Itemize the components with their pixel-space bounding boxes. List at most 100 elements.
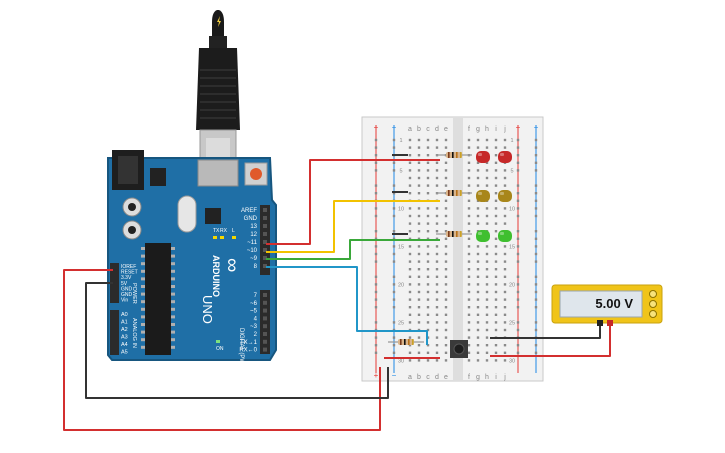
breadboard-hole[interactable] — [435, 328, 439, 332]
breadboard-hole[interactable] — [426, 275, 430, 278]
breadboard-hole[interactable] — [444, 283, 448, 286]
breadboard-hole[interactable] — [444, 161, 448, 164]
wire-blue-pin10[interactable] — [266, 266, 428, 345]
breadboard-hole[interactable] — [494, 283, 498, 286]
rail-hole[interactable] — [392, 290, 396, 294]
breadboard-hole[interactable] — [444, 230, 448, 233]
rail-hole[interactable] — [516, 214, 520, 218]
rail-hole[interactable] — [534, 328, 538, 332]
rail-hole[interactable] — [534, 161, 538, 164]
breadboard-hole[interactable] — [467, 260, 471, 263]
breadboard-hole[interactable] — [503, 176, 507, 180]
breadboard-hole[interactable] — [494, 138, 498, 142]
breadboard-hole[interactable] — [435, 207, 439, 210]
breadboard-hole[interactable] — [435, 306, 439, 309]
breadboard-hole[interactable] — [435, 298, 439, 301]
breadboard-hole[interactable] — [467, 161, 471, 164]
breadboard-hole[interactable] — [444, 214, 448, 218]
rail-hole[interactable] — [374, 245, 378, 248]
rail-hole[interactable] — [374, 321, 378, 324]
rail-hole[interactable] — [374, 207, 378, 210]
rail-hole[interactable] — [516, 328, 520, 332]
rail-hole[interactable] — [516, 275, 520, 278]
breadboard-hole[interactable] — [485, 344, 489, 347]
rail-hole[interactable] — [392, 283, 396, 286]
breadboard-hole[interactable] — [476, 184, 480, 187]
breadboard-hole[interactable] — [408, 192, 412, 195]
breadboard-hole[interactable] — [467, 222, 471, 225]
header-pin[interactable] — [263, 339, 267, 344]
rail-hole[interactable] — [534, 290, 538, 294]
breadboard-hole[interactable] — [485, 207, 489, 210]
breadboard-hole[interactable] — [408, 336, 412, 339]
breadboard-hole[interactable] — [417, 245, 421, 248]
breadboard-hole[interactable] — [417, 260, 421, 263]
breadboard-hole[interactable] — [408, 146, 412, 149]
breadboard-hole[interactable] — [408, 214, 412, 218]
breadboard-hole[interactable] — [485, 306, 489, 309]
breadboard-hole[interactable] — [444, 336, 448, 339]
rail-hole[interactable] — [534, 237, 538, 240]
rail-hole[interactable] — [534, 321, 538, 324]
header-pin[interactable] — [263, 256, 267, 260]
breadboard-hole[interactable] — [435, 146, 439, 149]
rail-hole[interactable] — [374, 275, 378, 278]
rail-hole[interactable] — [374, 161, 378, 164]
breadboard-hole[interactable] — [435, 222, 439, 225]
rail-hole[interactable] — [516, 351, 520, 354]
breadboard-hole[interactable] — [444, 237, 448, 240]
rail-hole[interactable] — [534, 154, 538, 157]
rail-hole[interactable] — [374, 283, 378, 286]
rail-hole[interactable] — [374, 252, 378, 256]
breadboard-hole[interactable] — [417, 207, 421, 210]
breadboard-hole[interactable] — [426, 192, 430, 195]
rail-hole[interactable] — [374, 260, 378, 263]
led-icon[interactable] — [498, 230, 512, 242]
breadboard-hole[interactable] — [503, 222, 507, 225]
rail-hole[interactable] — [392, 321, 396, 324]
breadboard-hole[interactable] — [435, 313, 439, 316]
breadboard-hole[interactable] — [426, 359, 430, 362]
breadboard-hole[interactable] — [503, 184, 507, 187]
breadboard-hole[interactable] — [435, 245, 439, 248]
rail-hole[interactable] — [392, 161, 396, 164]
header-pin[interactable] — [263, 332, 267, 336]
breadboard-hole[interactable] — [426, 138, 430, 142]
breadboard-hole[interactable] — [467, 176, 471, 180]
breadboard-hole[interactable] — [408, 298, 412, 301]
breadboard-hole[interactable] — [467, 252, 471, 256]
breadboard-hole[interactable] — [476, 207, 480, 210]
rail-hole[interactable] — [374, 351, 378, 354]
breadboard-hole[interactable] — [476, 344, 480, 347]
breadboard-hole[interactable] — [444, 146, 448, 149]
breadboard-hole[interactable] — [467, 214, 471, 218]
breadboard-hole[interactable] — [426, 146, 430, 149]
breadboard-hole[interactable] — [417, 237, 421, 240]
rail-hole[interactable] — [392, 138, 396, 142]
breadboard-hole[interactable] — [494, 351, 498, 354]
breadboard-hole[interactable] — [503, 169, 507, 172]
breadboard-hole[interactable] — [476, 169, 480, 172]
header-pin[interactable] — [263, 240, 267, 244]
breadboard-hole[interactable] — [426, 328, 430, 332]
rail-hole[interactable] — [534, 138, 538, 142]
rail-hole[interactable] — [534, 230, 538, 233]
breadboard-hole[interactable] — [408, 344, 412, 347]
header-pin[interactable] — [263, 308, 267, 313]
breadboard-hole[interactable] — [444, 290, 448, 294]
breadboard-hole[interactable] — [408, 268, 412, 271]
breadboard-hole[interactable] — [503, 146, 507, 149]
breadboard-hole[interactable] — [417, 176, 421, 180]
breadboard-hole[interactable] — [417, 313, 421, 316]
breadboard-hole[interactable] — [467, 359, 471, 362]
breadboard-hole[interactable] — [444, 268, 448, 271]
header-pin[interactable] — [263, 300, 267, 305]
breadboard-hole[interactable] — [435, 336, 439, 339]
breadboard-hole[interactable] — [467, 207, 471, 210]
breadboard-hole[interactable] — [494, 290, 498, 294]
header-pin[interactable] — [263, 324, 267, 329]
breadboard-hole[interactable] — [494, 313, 498, 316]
mode-selector-icon[interactable] — [649, 290, 657, 318]
breadboard-hole[interactable] — [426, 260, 430, 263]
